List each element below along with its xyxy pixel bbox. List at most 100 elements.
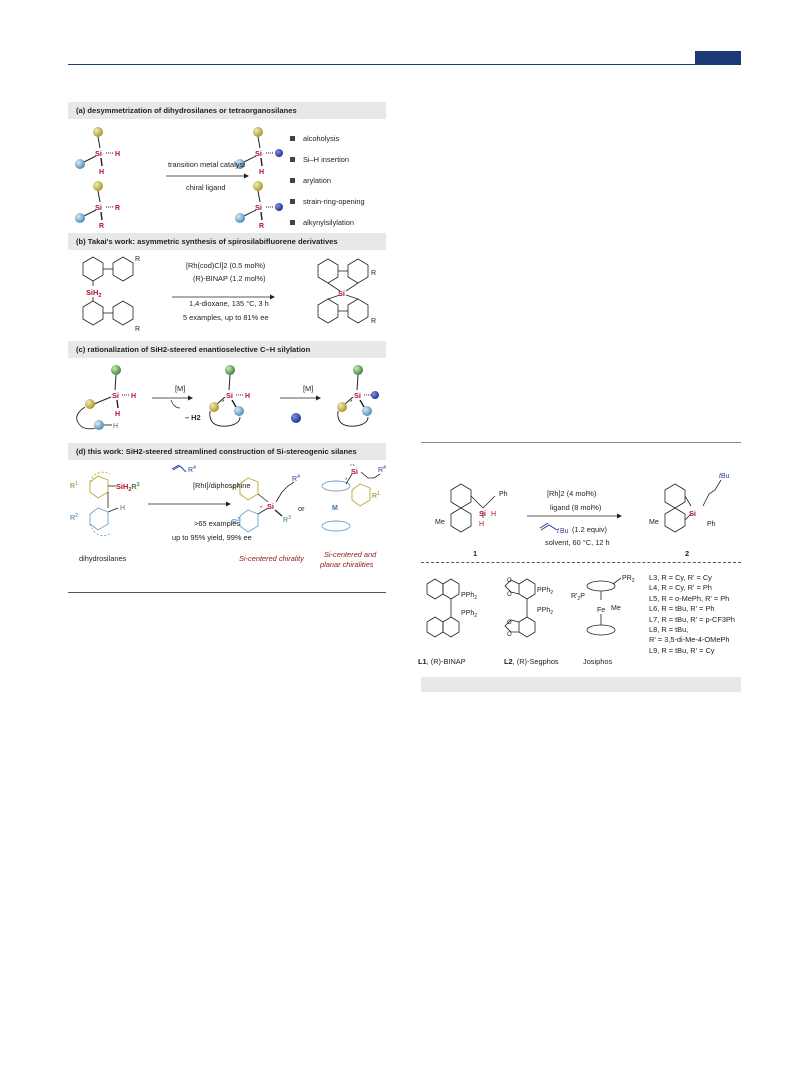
svg-text:H: H — [99, 169, 104, 176]
svg-text:PR2: PR2 — [622, 575, 635, 584]
svg-text:R2: R2 — [232, 517, 240, 526]
svg-text:Si: Si — [112, 391, 119, 400]
svg-text:R: R — [371, 318, 376, 325]
method-item: strain-ring-opening — [290, 191, 365, 212]
panel-b-cond-3: 1,4-dioxane, 135 °C, 3 h — [189, 299, 269, 308]
svg-text:Me: Me — [649, 519, 659, 526]
svg-text:H: H — [115, 151, 120, 158]
product-a1: Si H — [235, 127, 283, 176]
method-item: alcoholysis — [290, 128, 365, 149]
biaryl-dihydrosilane — [82, 256, 134, 326]
spirosilabifluorene-product — [317, 258, 369, 324]
intermediate-c: Si * H — [209, 365, 250, 427]
substrate-1 — [450, 483, 496, 533]
right-scheme-top-rule — [421, 442, 741, 443]
svg-text:H: H — [113, 423, 118, 430]
ligand-josiphos: Josiphos — [583, 657, 613, 666]
ligand-list-item: R' = 3,5-di-Me-4-OMePh — [649, 635, 730, 645]
panel-b-header: (b) Takai's work: asymmetric synthesis o… — [68, 233, 386, 250]
segphos-structure — [504, 578, 536, 638]
binap-structure — [426, 578, 460, 638]
svg-text:PPh2: PPh2 — [461, 592, 477, 601]
svg-text:Si: Si — [338, 289, 345, 298]
tetraorganosilane-reactant: Si R R — [75, 181, 120, 230]
svg-text:R1: R1 — [372, 491, 380, 500]
svg-text:tBu: tBu — [719, 473, 730, 480]
svg-text:Si: Si — [267, 502, 274, 511]
svg-text:Si: Si — [255, 203, 262, 212]
panel-c-byproduct: – H2 — [185, 413, 201, 422]
svg-text:R4: R4 — [292, 474, 300, 483]
svg-text:Me: Me — [611, 605, 621, 612]
panel-d-scope: >65 examples — [194, 519, 241, 528]
panel-a-header: (a) desymmetrization of dihydrosilanes o… — [68, 102, 386, 119]
svg-text:Si: Si — [479, 509, 486, 518]
svg-text:Si: Si — [226, 391, 233, 400]
dihydrosilane-substrate: H R1 R2 — [70, 471, 125, 537]
svg-text:O: O — [507, 578, 512, 584]
svg-text:H: H — [259, 169, 264, 176]
svg-text:O: O — [507, 620, 512, 626]
svg-text:Bu: Bu — [560, 528, 569, 535]
cond-rh: [Rh]2 (4 mol%) — [547, 489, 597, 498]
svg-text:R1: R1 — [70, 481, 78, 490]
svg-text:SiH2R3: SiH2R3 — [116, 482, 140, 493]
svg-text:Me: Me — [435, 519, 445, 526]
svg-text:R: R — [371, 270, 376, 277]
table-header-bar — [421, 677, 741, 692]
panel-b-cond-4: 5 examples, up to 81% ee — [183, 313, 269, 322]
panel-d-product2-label-1: Si-centered and — [324, 550, 377, 559]
journal-badge — [695, 51, 741, 65]
substrate-c: Si H H H — [76, 365, 136, 430]
right-scheme-dash — [421, 562, 741, 563]
cond-solvent: solvent, 60 °C, 12 h — [545, 538, 610, 547]
header-rule — [68, 64, 741, 65]
cond-alkene-equiv: (1.2 equiv) — [572, 525, 607, 534]
svg-text:H: H — [120, 505, 125, 512]
product-d1: Si * R4 R3 R1 R2 — [232, 474, 300, 533]
cond-ligand: ligand (8 mol%) — [550, 503, 602, 512]
ligand-list-item: L6, R = tBu, R' = Ph — [649, 604, 715, 614]
method-item: arylation — [290, 170, 365, 191]
svg-text:R: R — [135, 256, 140, 263]
ligand-list-item: L5, R = o-MePh, R' = Ph — [649, 593, 730, 603]
svg-text:PPh2: PPh2 — [537, 607, 553, 616]
panel-b-scheme: SiH2 R R Si R R — [82, 256, 376, 333]
svg-text:Si: Si — [689, 509, 696, 518]
ligand-list-item: L3, R = Cy, R' = Cy — [649, 573, 712, 582]
coupling-partner — [291, 413, 301, 423]
ligand-structures: PPh2 PPh2 O O O O PPh2 PPh2 Fe R'2P PR2 … — [426, 575, 635, 638]
ligand-list-item: L4, R = Cy, R' = Ph — [649, 583, 712, 593]
svg-text:R: R — [259, 223, 264, 230]
product-a2: Si R — [235, 181, 283, 230]
svg-text:Si: Si — [354, 391, 361, 400]
panel-c-step1: [M] — [175, 384, 186, 393]
svg-text:*: * — [222, 400, 225, 406]
svg-text:M: M — [332, 505, 338, 512]
svg-text:R3: R3 — [283, 515, 291, 524]
dihydrosilane-reactant: Si H H — [75, 127, 120, 176]
panel-b-cond-2: (R)-BINAP (1.2 mol%) — [193, 274, 266, 283]
svg-text:t: t — [557, 528, 560, 535]
svg-text:PPh2: PPh2 — [537, 587, 553, 596]
josiphos-structure — [586, 577, 622, 636]
svg-text:Ph: Ph — [707, 521, 716, 528]
svg-text:Si: Si — [95, 203, 102, 212]
ligand-list: L3, R = Cy, R' = Cy L4, R = Cy, R' = Ph … — [649, 573, 735, 656]
compound-2-label: 2 — [685, 549, 690, 558]
svg-text:H: H — [115, 411, 120, 418]
panel-d-header: (d) this work: SiH2-steered streamlined … — [68, 443, 386, 460]
panel-a-catalyst: transition metal catalyst — [168, 160, 246, 169]
svg-text:H: H — [479, 521, 484, 528]
panel-a-ligand: chiral ligand — [186, 183, 226, 192]
panel-d-scheme: H R1 R2 SiH2R3 R4 Si * R4 R3 R1 R2 M Si … — [70, 464, 386, 537]
ligand-list-item: L7, R = tBu, R' = p-CF3Ph — [649, 614, 736, 624]
svg-text:*: * — [260, 506, 263, 512]
panel-d-product1-label: Si-centered chirality — [239, 554, 304, 563]
ligand-l2: L2, (R)-Segphos — [504, 657, 559, 666]
svg-text:*: * — [350, 400, 353, 406]
panel-c-scheme: Si H H H Si * H Si * — [76, 365, 379, 430]
svg-text:Ph: Ph — [499, 491, 508, 498]
